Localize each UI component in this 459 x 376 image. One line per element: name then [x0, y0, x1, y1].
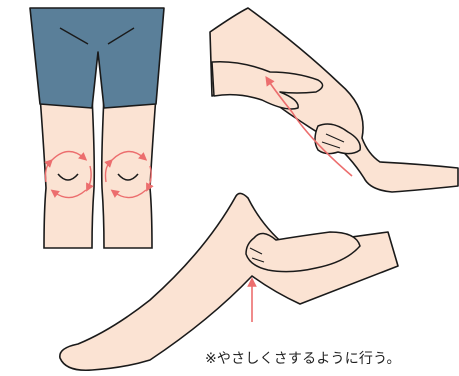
left-leg: [40, 96, 94, 248]
lower-leg: [210, 8, 458, 192]
knees-front-figure: [30, 8, 164, 248]
instruction-note: ※やさしくさするように行う。: [205, 348, 455, 368]
calf-massage-figure: [210, 8, 458, 192]
shorts: [30, 8, 164, 108]
right-leg: [102, 96, 156, 248]
